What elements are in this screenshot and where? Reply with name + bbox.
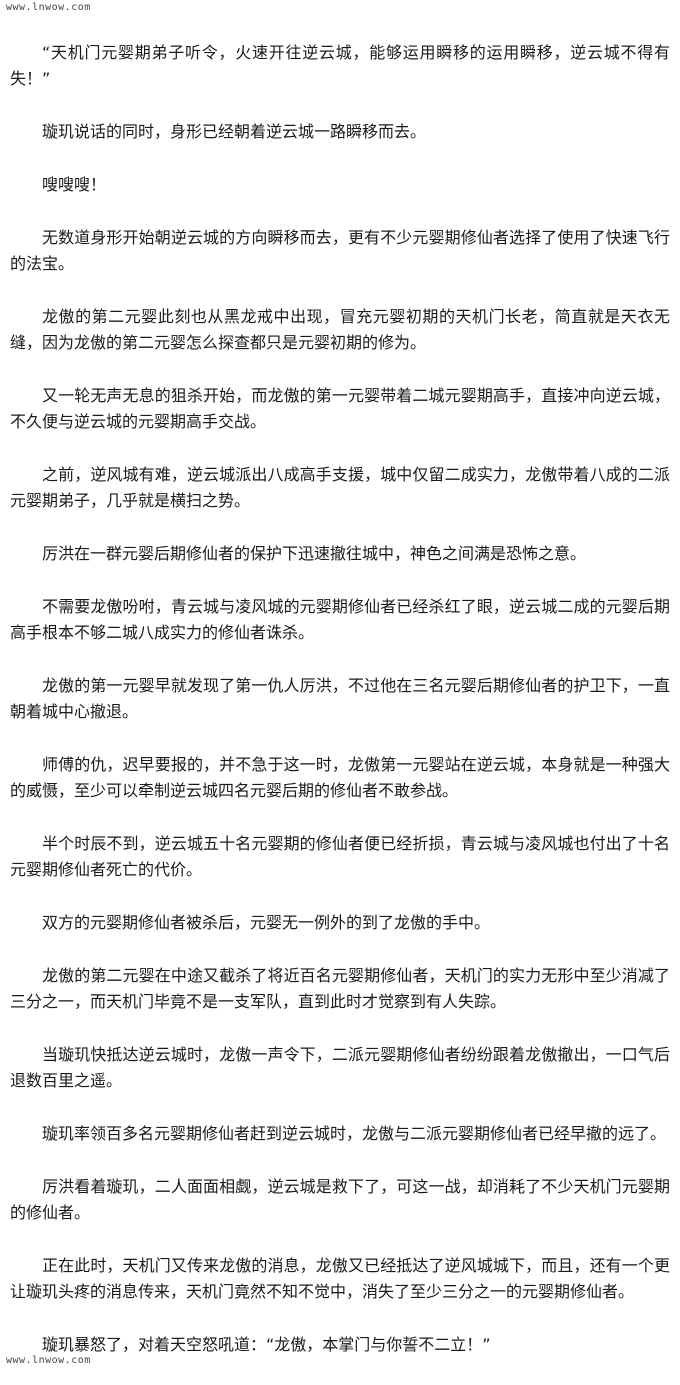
paragraph: 厉洪在一群元婴后期修仙者的保护下迅速撤往城中，神色之间满是恐怖之意。	[42, 544, 587, 563]
paragraph: 半个时辰不到，逆云城五十名元婴期的修仙者便已经折损，青云城与凌风城也付出了十名元…	[10, 834, 670, 879]
footer-site-url: www.lnwow.com	[6, 1355, 91, 1366]
paragraph: 正在此时，天机门又传来龙傲的消息，龙傲又已经抵达了逆风城城下，而且，还有一个更让…	[10, 1256, 670, 1301]
paragraph: 师傅的仇，迟早要报的，并不急于这一时，龙傲第一元婴站在逆云城，本身就是一种强大的…	[10, 755, 670, 800]
paragraph: 当璇玑快抵达逆云城时，龙傲一声令下，二派元婴期修仙者纷纷跟着龙傲撤出，一口气后退…	[10, 1045, 670, 1090]
paragraph: 龙傲的第一元婴早就发现了第一仇人厉洪，不过他在三名元婴后期修仙者的护卫下，一直朝…	[10, 676, 670, 721]
paragraph: 璇玑率领百多名元婴期修仙者赶到逆云城时，龙傲与二派元婴期修仙者已经早撤的远了。	[42, 1124, 667, 1143]
paragraph: 厉洪看着璇玑，二人面面相觑，逆云城是救下了，可这一战，却消耗了不少天机门元婴期的…	[10, 1177, 670, 1222]
article-body: “天机门元婴期弟子听令，火速开往逆云城，能够运用瞬移的运用瞬移，逆云城不得有失！…	[10, 40, 670, 1385]
header-site-url: www.lnwow.com	[6, 2, 91, 13]
paragraph: 璇玑说话的同时，身形已经朝着逆云城一路瞬移而去。	[42, 122, 427, 141]
paragraph: 之前，逆风城有难，逆云城派出八成高手支援，城中仅留二成实力，龙傲带着八成的二派元…	[10, 465, 670, 510]
paragraph: 双方的元婴期修仙者被杀后，元婴无一例外的到了龙傲的手中。	[42, 913, 491, 932]
paragraph: 璇玑暴怒了，对着天空怒吼道：“龙傲，本掌门与你誓不二立！”	[42, 1335, 491, 1354]
paragraph: 又一轮无声无息的狙杀开始，而龙傲的第一元婴带着二城元婴期高手，直接冲向逆云城，不…	[10, 386, 670, 431]
paragraph: 不需要龙傲吩咐，青云城与凌风城的元婴期修仙者已经杀红了眼，逆云城二成的元婴后期高…	[10, 597, 670, 642]
paragraph: “天机门元婴期弟子听令，火速开往逆云城，能够运用瞬移的运用瞬移，逆云城不得有失！…	[10, 43, 670, 88]
paragraph: 无数道身形开始朝逆云城的方向瞬移而去，更有不少元婴期修仙者选择了使用了快速飞行的…	[10, 228, 670, 273]
paragraph: 龙傲的第二元婴此刻也从黑龙戒中出现，冒充元婴初期的天机门长老，简直就是天衣无缝，…	[10, 307, 670, 352]
paragraph: 龙傲的第二元婴在中途又截杀了将近百名元婴期修仙者，天机门的实力无形中至少消减了三…	[10, 966, 670, 1011]
paragraph: 嗖嗖嗖！	[42, 175, 107, 194]
